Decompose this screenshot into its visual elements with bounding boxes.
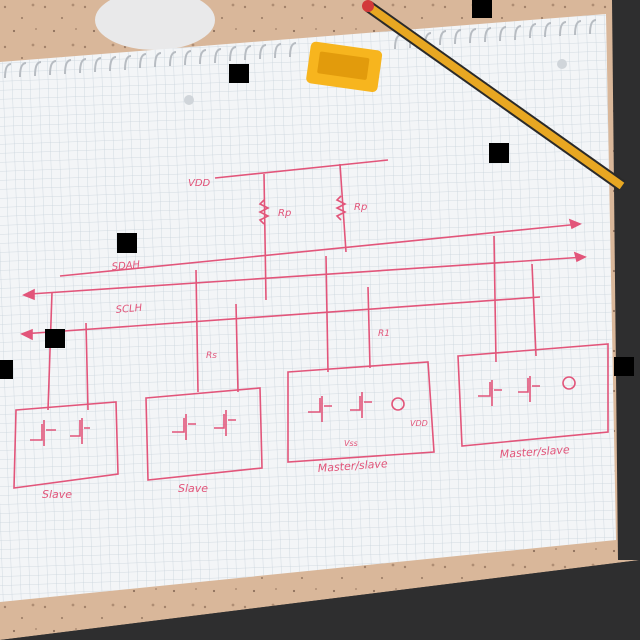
spiral-binding bbox=[4, 19, 597, 79]
right-edge-dark bbox=[612, 0, 640, 560]
pencil bbox=[362, 0, 626, 191]
vss-label: Vss bbox=[344, 439, 358, 448]
vdd-small-label: VDD bbox=[410, 419, 428, 428]
notebook-grid bbox=[0, 14, 616, 602]
cup bbox=[95, 0, 215, 50]
redaction-square bbox=[0, 360, 13, 379]
eraser bbox=[306, 41, 383, 93]
redaction-square bbox=[45, 329, 65, 348]
rs-label: Rs bbox=[206, 351, 217, 361]
caption-master-slave: Master/slave bbox=[317, 457, 388, 475]
sdah-label: SDAH bbox=[111, 260, 141, 273]
punch-hole bbox=[184, 95, 194, 105]
redaction-square bbox=[472, 0, 492, 18]
redaction-square bbox=[489, 143, 509, 163]
circuit-sketch bbox=[13, 159, 609, 489]
caption-master-slave: Master/slave bbox=[499, 443, 570, 461]
sclh-label: SCLH bbox=[115, 303, 143, 316]
rp-label: Rp bbox=[354, 202, 367, 213]
caption-slave: Slave bbox=[178, 482, 208, 495]
redaction-square bbox=[614, 357, 634, 376]
caption-slave: Slave bbox=[42, 488, 72, 501]
desk-edge bbox=[0, 560, 640, 640]
rp-label: Rp bbox=[278, 208, 291, 219]
vdd-label: VDD bbox=[188, 178, 211, 189]
redaction-square bbox=[229, 64, 249, 83]
r1-label: R1 bbox=[378, 329, 390, 339]
punch-hole bbox=[557, 59, 567, 69]
redaction-square bbox=[117, 233, 137, 253]
